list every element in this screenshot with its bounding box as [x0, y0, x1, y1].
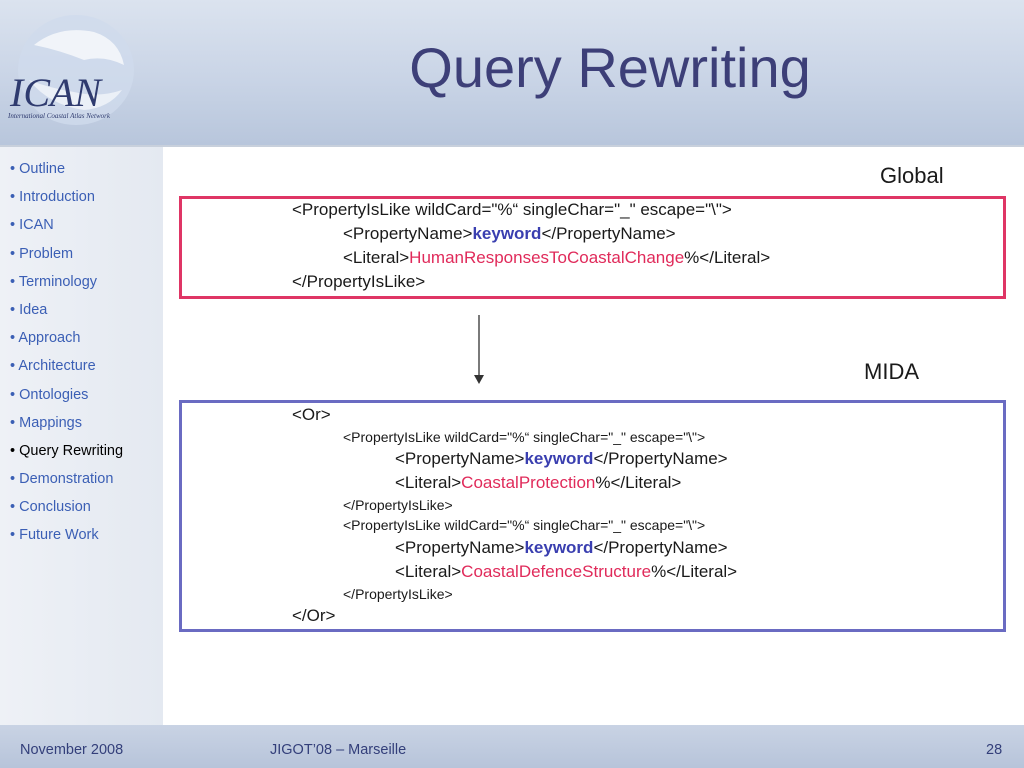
literal-value: HumanResponsesToCoastalChange — [409, 248, 685, 267]
tag-text: <PropertyName> — [395, 538, 525, 557]
slide-footer: November 2008 JIGOT’08 – Marseille 28 — [0, 725, 1024, 768]
global-close-tag: </PropertyIsLike> — [292, 272, 426, 291]
tag-text: <PropertyName> — [343, 224, 473, 243]
mida-property-name-line-2: <PropertyName>keyword</PropertyName> — [395, 538, 728, 558]
mida-close-tag-2: </PropertyIsLike> — [343, 586, 453, 602]
global-literal-line: <Literal>HumanResponsesToCoastalChange%<… — [343, 248, 770, 268]
logo-subtitle: International Coastal Atlas Network — [7, 112, 111, 120]
tag-text: <Literal> — [343, 248, 410, 267]
sidebar-item-ontologies[interactable]: Ontologies — [10, 386, 163, 414]
sidebar-item-architecture[interactable]: Architecture — [10, 357, 163, 385]
global-label: Global — [880, 163, 944, 188]
rewrite-arrow — [474, 315, 484, 384]
mida-open-tag-2: <PropertyIsLike wildCard="%“ singleChar=… — [343, 517, 706, 533]
tag-text: %</Literal> — [684, 248, 771, 267]
tag-text: </PropertyName> — [593, 449, 728, 468]
sidebar-item-ican[interactable]: ICAN — [10, 216, 163, 244]
tag-text: <Literal> — [395, 473, 462, 492]
sidebar-item-query-rewriting[interactable]: Query Rewriting — [10, 442, 163, 470]
slide-header: ICAN International Coastal Atlas Network… — [0, 0, 1024, 147]
literal-value: CoastalDefenceStructure — [461, 562, 652, 581]
ican-logo: ICAN International Coastal Atlas Network — [7, 15, 134, 125]
sidebar-item-future-work[interactable]: Future Work — [10, 526, 163, 554]
tag-text: %</Literal> — [651, 562, 738, 581]
tag-text: <PropertyName> — [395, 449, 525, 468]
sidebar-item-demonstration[interactable]: Demonstration — [10, 470, 163, 498]
tag-text: <Literal> — [395, 562, 462, 581]
sidebar: Outline Introduction ICAN Problem Termin… — [0, 147, 163, 725]
or-close-tag: </Or> — [292, 606, 336, 625]
sidebar-item-terminology[interactable]: Terminology — [10, 273, 163, 301]
mida-query-box — [179, 400, 1006, 632]
mida-open-tag-1: <PropertyIsLike wildCard="%“ singleChar=… — [343, 429, 706, 445]
logo-text: ICAN — [9, 70, 103, 115]
mida-literal-line-1: <Literal>CoastalProtection%</Literal> — [395, 473, 681, 493]
mida-close-tag-1: </PropertyIsLike> — [343, 497, 453, 513]
mida-literal-line-2: <Literal>CoastalDefenceStructure%</Liter… — [395, 562, 737, 582]
tag-text: </PropertyName> — [593, 538, 728, 557]
sidebar-item-outline[interactable]: Outline — [10, 160, 163, 188]
global-query-box — [179, 196, 1006, 299]
tag-text: </PropertyName> — [541, 224, 676, 243]
sidebar-item-mappings[interactable]: Mappings — [10, 414, 163, 442]
global-property-name-line: <PropertyName>keyword</PropertyName> — [343, 224, 676, 244]
sidebar-item-approach[interactable]: Approach — [10, 329, 163, 357]
tag-text: %</Literal> — [595, 473, 682, 492]
keyword-text: keyword — [524, 449, 594, 468]
sidebar-nav: Outline Introduction ICAN Problem Termin… — [0, 147, 163, 555]
sidebar-item-introduction[interactable]: Introduction — [10, 188, 163, 216]
slide-title: Query Rewriting — [409, 36, 811, 99]
sidebar-item-idea[interactable]: Idea — [10, 301, 163, 329]
footer-date: November 2008 — [20, 742, 124, 758]
keyword-text: keyword — [472, 224, 542, 243]
sidebar-item-problem[interactable]: Problem — [10, 245, 163, 273]
global-open-tag: <PropertyIsLike wildCard="%“ singleChar=… — [292, 200, 732, 219]
page-number: 28 — [986, 742, 1003, 758]
footer-event: JIGOT’08 – Marseille — [270, 742, 407, 758]
keyword-text: keyword — [524, 538, 594, 557]
or-open-tag: <Or> — [292, 405, 331, 424]
mida-property-name-line-1: <PropertyName>keyword</PropertyName> — [395, 449, 728, 469]
mida-label: MIDA — [864, 359, 919, 384]
literal-value: CoastalProtection — [461, 473, 596, 492]
sidebar-item-conclusion[interactable]: Conclusion — [10, 498, 163, 526]
